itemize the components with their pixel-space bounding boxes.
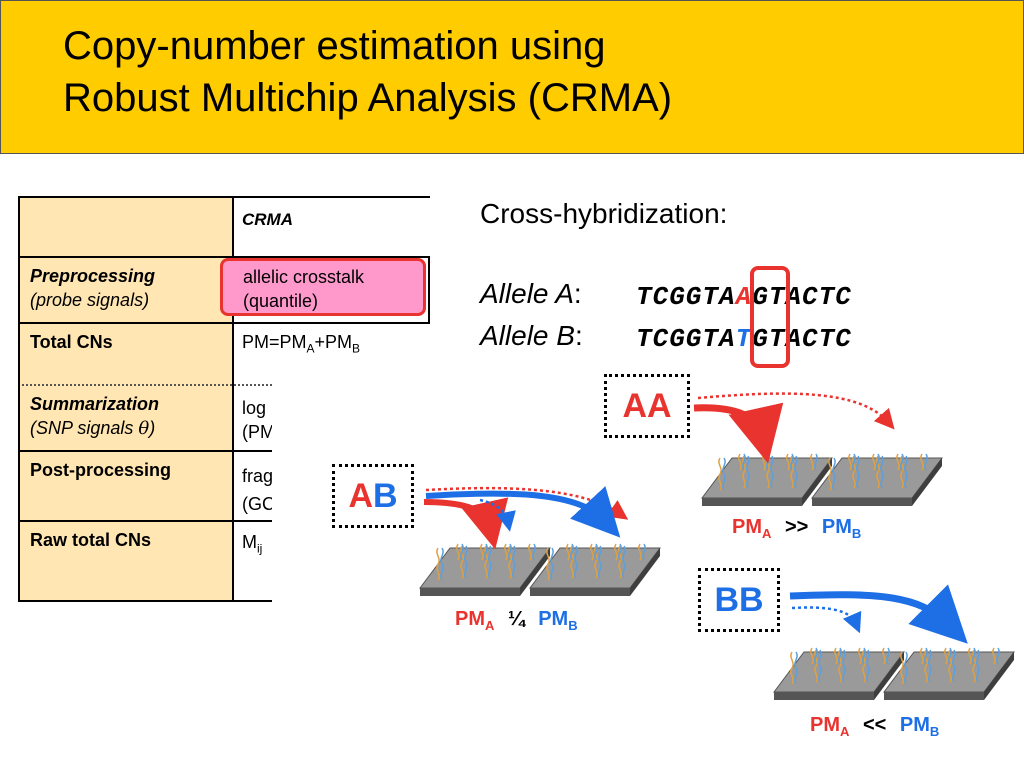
allele-b-name: Allele B: [480, 320, 575, 351]
aa-pm-relation: PMA >> PMB: [732, 516, 861, 541]
row-divider: [20, 322, 428, 324]
pm-a-label: PMA: [810, 714, 850, 739]
aa-strong-arrow: [693, 402, 784, 464]
row-total-cns-value: PM=PMA+PMB: [234, 324, 430, 368]
summ-value-line2: (PM: [242, 422, 275, 442]
relation-less: <<: [862, 714, 887, 736]
ab-pm-relation: PMA ¼ PMB: [455, 608, 578, 633]
row-label-sub: (SNP signals θ): [30, 416, 222, 441]
colon: :: [574, 320, 583, 351]
row-label-sub: (probe signals): [30, 290, 150, 310]
cross-hybridization-heading: Cross-hybridization:: [480, 198, 728, 229]
snp-signals-text: (SNP signals: [30, 418, 139, 438]
pm-sub-b: B: [352, 341, 361, 356]
slide-title-line-2: Robust Multichip Analysis (CRMA): [63, 76, 673, 120]
snp-base-a: A: [735, 282, 753, 312]
row-divider: [20, 520, 428, 522]
allele-a-label: Allele A:: [480, 278, 582, 310]
bb-weak-arrow: [791, 606, 862, 634]
pm-b-label: PMB: [821, 516, 862, 541]
snp-base-b: T: [735, 324, 753, 354]
ab-red-weak-arrow: [425, 486, 629, 520]
seq-suffix: GTACTC: [752, 282, 852, 312]
pm-sub-a: A: [306, 341, 315, 356]
seq-prefix: TCGGTA: [636, 324, 736, 354]
pm-a-label: PMA: [732, 516, 772, 541]
post-value-line2: (GC: [242, 494, 275, 514]
theta-symbol: θ: [138, 418, 150, 439]
pm-b-label: PMB: [899, 714, 940, 739]
mij-sub: ij: [257, 541, 263, 556]
genotype-ab-a: A: [348, 477, 373, 515]
genotype-bb-box: BB: [698, 568, 780, 632]
pm-a-label: PMA: [455, 608, 495, 633]
slide-title-line-1: Copy-number estimation using: [63, 24, 606, 68]
row-divider: [20, 450, 428, 452]
genotype-ab-b: B: [373, 477, 398, 515]
pm-b-label: PMB: [538, 608, 578, 633]
allele-a-name: Allele A: [480, 278, 574, 309]
row-label-main: Preprocessing: [30, 266, 156, 286]
relation-approx: ¼: [507, 608, 525, 630]
crosstalk-line2: (quantile): [243, 291, 319, 311]
relation-greater: >>: [784, 516, 809, 538]
row-postprocessing-label: Post-processing: [20, 452, 234, 520]
table-header-crma: CRMA: [234, 198, 430, 256]
paren-close: ): [149, 418, 156, 438]
bb-strong-arrow: [789, 584, 968, 644]
allele-a-sequence: TCGGTAAGTACTC: [636, 282, 852, 312]
allele-b-sequence: TCGGTATGTACTC: [636, 324, 852, 354]
genotype-ab-box: AB: [332, 464, 414, 528]
row-total-cns-label: Total CNs: [20, 324, 234, 386]
row-divider: [20, 256, 428, 258]
crosstalk-line1: allelic crosstalk: [243, 267, 365, 287]
dotted-separator: [22, 384, 272, 386]
snp-highlight-box: [750, 266, 790, 368]
mij-m: M: [242, 532, 257, 552]
pm-plus: +PM: [314, 332, 353, 352]
colon: :: [573, 278, 582, 309]
row-preprocessing-label: Preprocessing (probe signals): [20, 258, 234, 322]
row-label-main: Summarization: [30, 394, 160, 414]
seq-prefix: TCGGTA: [636, 282, 736, 312]
ab-red-strong-arrow: [423, 497, 509, 550]
title-bar: Copy-number estimation using Robust Mult…: [0, 0, 1024, 154]
crosstalk-highlight: allelic crosstalk (quantile): [220, 258, 426, 316]
row-raw-total-cns-label: Raw total CNs: [20, 522, 234, 600]
bb-pm-relation: PMA << PMB: [810, 714, 939, 739]
row-summarization-label: Summarization (SNP signals θ): [20, 386, 234, 450]
table-header-left: [20, 198, 234, 256]
genotype-aa-box: AA: [604, 374, 690, 438]
allele-b-label: Allele B:: [480, 320, 583, 352]
ab-blue-strong-arrow: [425, 486, 621, 538]
summ-value-line1: log: [242, 398, 267, 418]
aa-weak-arrow: [697, 392, 895, 430]
seq-suffix: GTACTC: [752, 324, 852, 354]
post-value-line1: frag: [242, 466, 274, 486]
pm-formula: PM=PM: [242, 332, 307, 352]
